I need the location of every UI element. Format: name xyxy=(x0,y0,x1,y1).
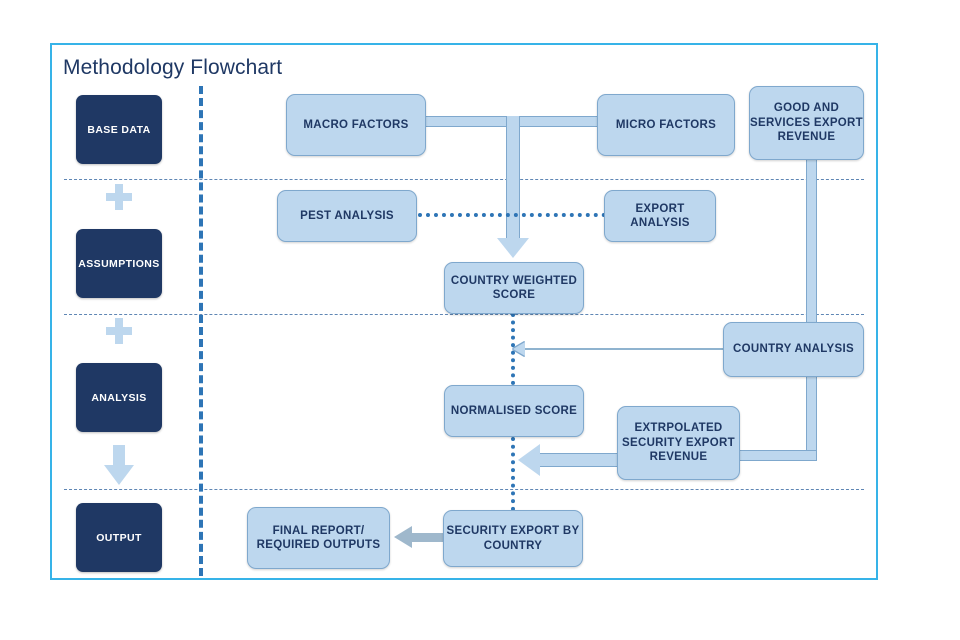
connector-micro-to-junction xyxy=(519,116,599,127)
box-label: COUNTRY ANALYSIS xyxy=(733,343,854,356)
box-label: EXTRPOLATED SECURITY EXPORT REVENUE xyxy=(622,422,735,464)
box-country-weighted-score[interactable]: COUNTRY WEIGHTED SCORE xyxy=(444,262,584,314)
section-divider-3 xyxy=(64,489,864,490)
down-arrow-icon xyxy=(104,445,134,485)
box-export-analysis[interactable]: EXPORT ANALYSIS xyxy=(604,190,716,242)
box-goods-services-export-revenue[interactable]: GOOD AND SERVICES EXPORT REVENUE xyxy=(749,86,864,160)
box-label: GOOD AND SERVICES EXPORT REVENUE xyxy=(750,102,863,144)
plus-icon xyxy=(106,318,132,344)
box-label: MICRO FACTORS xyxy=(615,118,717,131)
section-divider-1 xyxy=(64,179,864,180)
box-label: SECURITY EXPORT BY COUNTRY xyxy=(446,525,580,552)
stage-output[interactable]: OUTPUT xyxy=(76,503,162,572)
box-normalised-score[interactable]: NORMALISED SCORE xyxy=(444,385,584,437)
connector-macro-to-junction xyxy=(424,116,516,127)
box-security-export-by-country[interactable]: SECURITY EXPORT BY COUNTRY xyxy=(443,510,583,567)
page-title: Methodology Flowchart xyxy=(63,56,283,79)
stage-label: OUTPUT xyxy=(96,531,142,544)
box-label: FINAL REPORT/ REQUIRED OUTPUTS xyxy=(256,524,381,551)
box-pest-analysis[interactable]: PEST ANALYSIS xyxy=(277,190,417,242)
stage-label: BASE DATA xyxy=(87,123,151,136)
box-final-report-required-outputs[interactable]: FINAL REPORT/ REQUIRED OUTPUTS xyxy=(247,507,390,569)
connector-country-analysis-line xyxy=(524,348,724,350)
box-label: COUNTRY WEIGHTED SCORE xyxy=(450,274,578,301)
connector-goods-services-to-extrapolated xyxy=(738,450,817,461)
box-micro-factors[interactable]: MICRO FACTORS xyxy=(597,94,735,156)
box-macro-factors[interactable]: MACRO FACTORS xyxy=(286,94,426,156)
box-extrapolated-security-export-revenue[interactable]: EXTRPOLATED SECURITY EXPORT REVENUE xyxy=(617,406,740,480)
box-label: EXPORT ANALYSIS xyxy=(630,202,690,229)
stage-base-data[interactable]: BASE DATA xyxy=(76,95,162,164)
plus-icon xyxy=(106,184,132,210)
stage-label: ASSUMPTIONS xyxy=(78,257,160,270)
box-country-analysis[interactable]: COUNTRY ANALYSIS xyxy=(723,322,864,377)
column-separator xyxy=(199,86,203,576)
box-label: NORMALISED SCORE xyxy=(450,404,578,417)
box-label: PEST ANALYSIS xyxy=(300,209,394,222)
arrowhead-country-analysis xyxy=(513,342,525,356)
box-label: MACRO FACTORS xyxy=(303,118,409,131)
connector-goods-services-down xyxy=(806,159,817,458)
dotted-link-pest-export xyxy=(418,213,606,217)
stage-analysis[interactable]: ANALYSIS xyxy=(76,363,162,432)
stage-assumptions[interactable]: ASSUMPTIONS xyxy=(76,229,162,298)
stage-label: ANALYSIS xyxy=(91,391,147,404)
dotted-link-normalised-to-security xyxy=(511,437,515,511)
section-divider-2 xyxy=(64,314,864,315)
